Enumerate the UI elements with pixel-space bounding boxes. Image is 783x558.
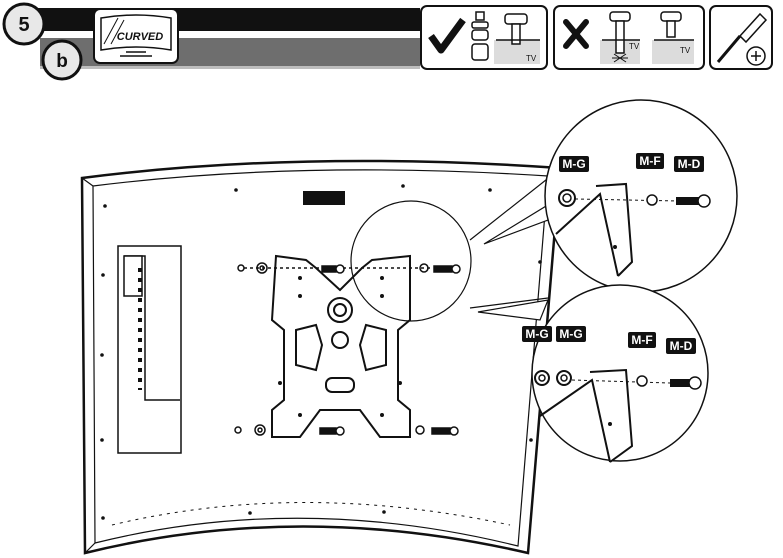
phillips-screwdriver-icon	[716, 12, 768, 66]
svg-text:M-F: M-F	[639, 154, 660, 168]
header-bar: 5 b CURVED	[2, 2, 773, 81]
callout-top: M-G M-F M-D	[544, 99, 738, 293]
svg-text:M-D: M-D	[678, 157, 701, 171]
cross-icon	[563, 19, 589, 49]
screw-in-tv-icon: TV	[494, 13, 540, 64]
label-mf: M-F	[636, 153, 664, 169]
overdriven-screw-icon: TV	[600, 11, 640, 64]
svg-text:M-G: M-G	[525, 327, 548, 341]
curved-tv-badge: CURVED	[93, 8, 179, 64]
checkmark-icon	[428, 17, 466, 54]
sub-step-letter: b	[56, 51, 68, 72]
label-mg: M-G	[559, 156, 589, 172]
svg-text:M-G: M-G	[559, 327, 582, 341]
label-md: M-D	[666, 338, 696, 354]
callout-leaders	[469, 171, 558, 321]
svg-text:M-D: M-D	[670, 339, 693, 353]
sub-step-badge: b	[41, 39, 83, 81]
header-bar-top	[20, 8, 420, 31]
step-number-badge: 5	[2, 2, 46, 46]
washer-stack-icon	[471, 11, 489, 61]
connector-panel	[117, 245, 182, 454]
tv-label: TV	[526, 54, 537, 63]
label-md: M-D	[674, 156, 704, 172]
short-screw-icon: TV	[652, 11, 694, 64]
step-number: 5	[18, 14, 29, 36]
correct-method-box: TV	[420, 5, 548, 70]
label-plate	[303, 191, 345, 205]
magnify-area	[350, 200, 472, 322]
tool-box	[709, 5, 773, 70]
tv-type-label: CURVED	[117, 31, 164, 43]
callout-bottom: M-G M-G M-F M-D	[522, 284, 709, 463]
vesa-mounting-plate	[270, 254, 411, 438]
svg-text:M-G: M-G	[562, 157, 585, 171]
tv-label: TV	[629, 42, 640, 51]
main-hardware	[234, 262, 461, 436]
incorrect-method-box: TV TV	[553, 5, 705, 70]
tv-label: TV	[680, 46, 691, 55]
svg-text:M-F: M-F	[631, 333, 652, 347]
label-mf: M-F	[628, 332, 656, 348]
label-mg-2: M-G	[556, 326, 586, 342]
label-mg-1: M-G	[522, 326, 552, 342]
